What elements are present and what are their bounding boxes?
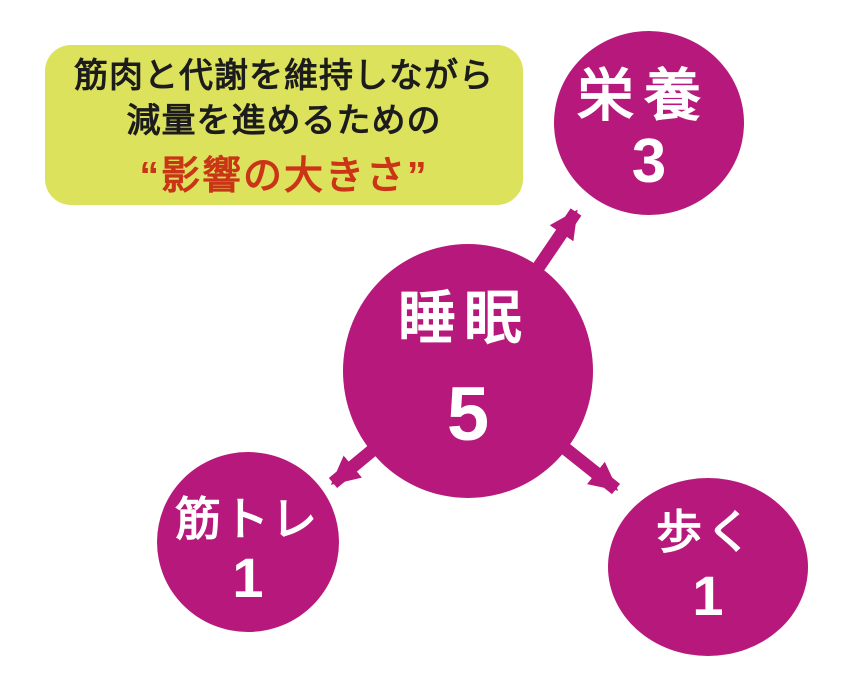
callout-line-2: 減量を進めるための — [127, 102, 442, 140]
node-nutrition: 栄養 3 — [554, 31, 744, 215]
node-sleep-circle — [343, 244, 593, 498]
callout-box — [45, 45, 523, 205]
node-nutrition-label: 栄養 — [577, 64, 711, 128]
callout-emphasis: “影響の大きさ” — [139, 154, 428, 198]
node-nutrition-circle — [554, 31, 744, 215]
callout-line-1: 筋肉と代謝を維持しながら — [74, 57, 494, 95]
node-walking-value: 1 — [692, 564, 723, 627]
node-sleep-value: 5 — [447, 372, 489, 457]
node-training-value: 1 — [232, 546, 263, 609]
node-walking-circle — [608, 478, 808, 656]
node-walking: 歩く 1 — [608, 478, 808, 656]
node-nutrition-value: 3 — [632, 127, 666, 196]
node-walking-label: 歩く — [656, 506, 756, 558]
node-sleep: 睡眠 5 — [343, 244, 593, 498]
node-training-label: 筋トレ — [175, 493, 319, 545]
node-training: 筋トレ 1 — [157, 452, 339, 632]
node-sleep-label: 睡眠 — [398, 286, 530, 351]
node-training-circle — [157, 452, 339, 632]
